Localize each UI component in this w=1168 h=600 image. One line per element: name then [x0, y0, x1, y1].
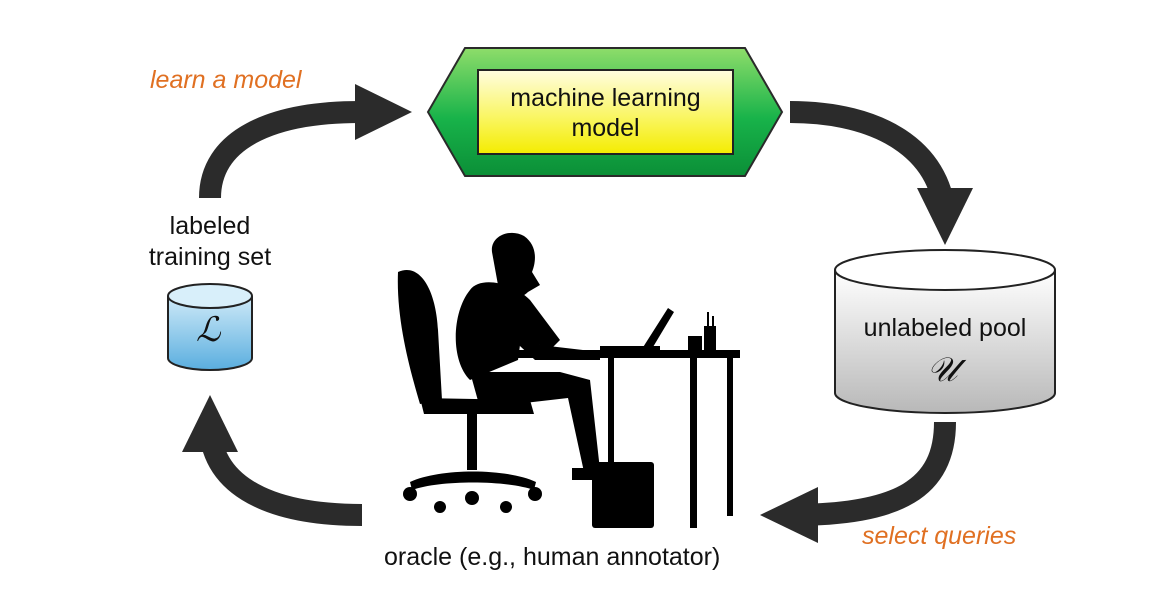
learn-model-label: learn a model — [150, 66, 302, 94]
arrowhead-labeled — [182, 395, 238, 452]
unlabeled-pool-cylinder — [834, 249, 1056, 414]
labeled-set-label-line1: labeled — [169, 212, 251, 240]
labeled-set-cylinder — [167, 283, 253, 371]
arrow-to-oracle — [789, 421, 956, 526]
arrow-to-pool — [789, 101, 956, 217]
labeled-set-label-line2: training set — [148, 243, 272, 271]
unlabeled-pool-label: unlabeled pool — [863, 314, 1027, 342]
arrowhead-oracle — [760, 487, 818, 543]
arrow-to-labeled — [199, 424, 363, 526]
unlabeled-pool-symbol: 𝒰 — [927, 350, 958, 390]
person-at-laptop-silhouette-icon — [397, 232, 740, 528]
model-label-line1: machine learning — [510, 84, 701, 112]
labeled-set-symbol: ℒ — [196, 310, 221, 350]
select-queries-label: select queries — [862, 522, 1017, 550]
oracle-label: oracle (e.g., human annotator) — [384, 543, 721, 571]
model-label-line2: model — [571, 114, 640, 142]
arrow-heads — [182, 84, 973, 543]
arrowhead-pool — [917, 188, 973, 245]
arrowhead-model — [355, 84, 412, 140]
model-box — [426, 47, 784, 177]
arrow-to-model — [199, 101, 361, 199]
